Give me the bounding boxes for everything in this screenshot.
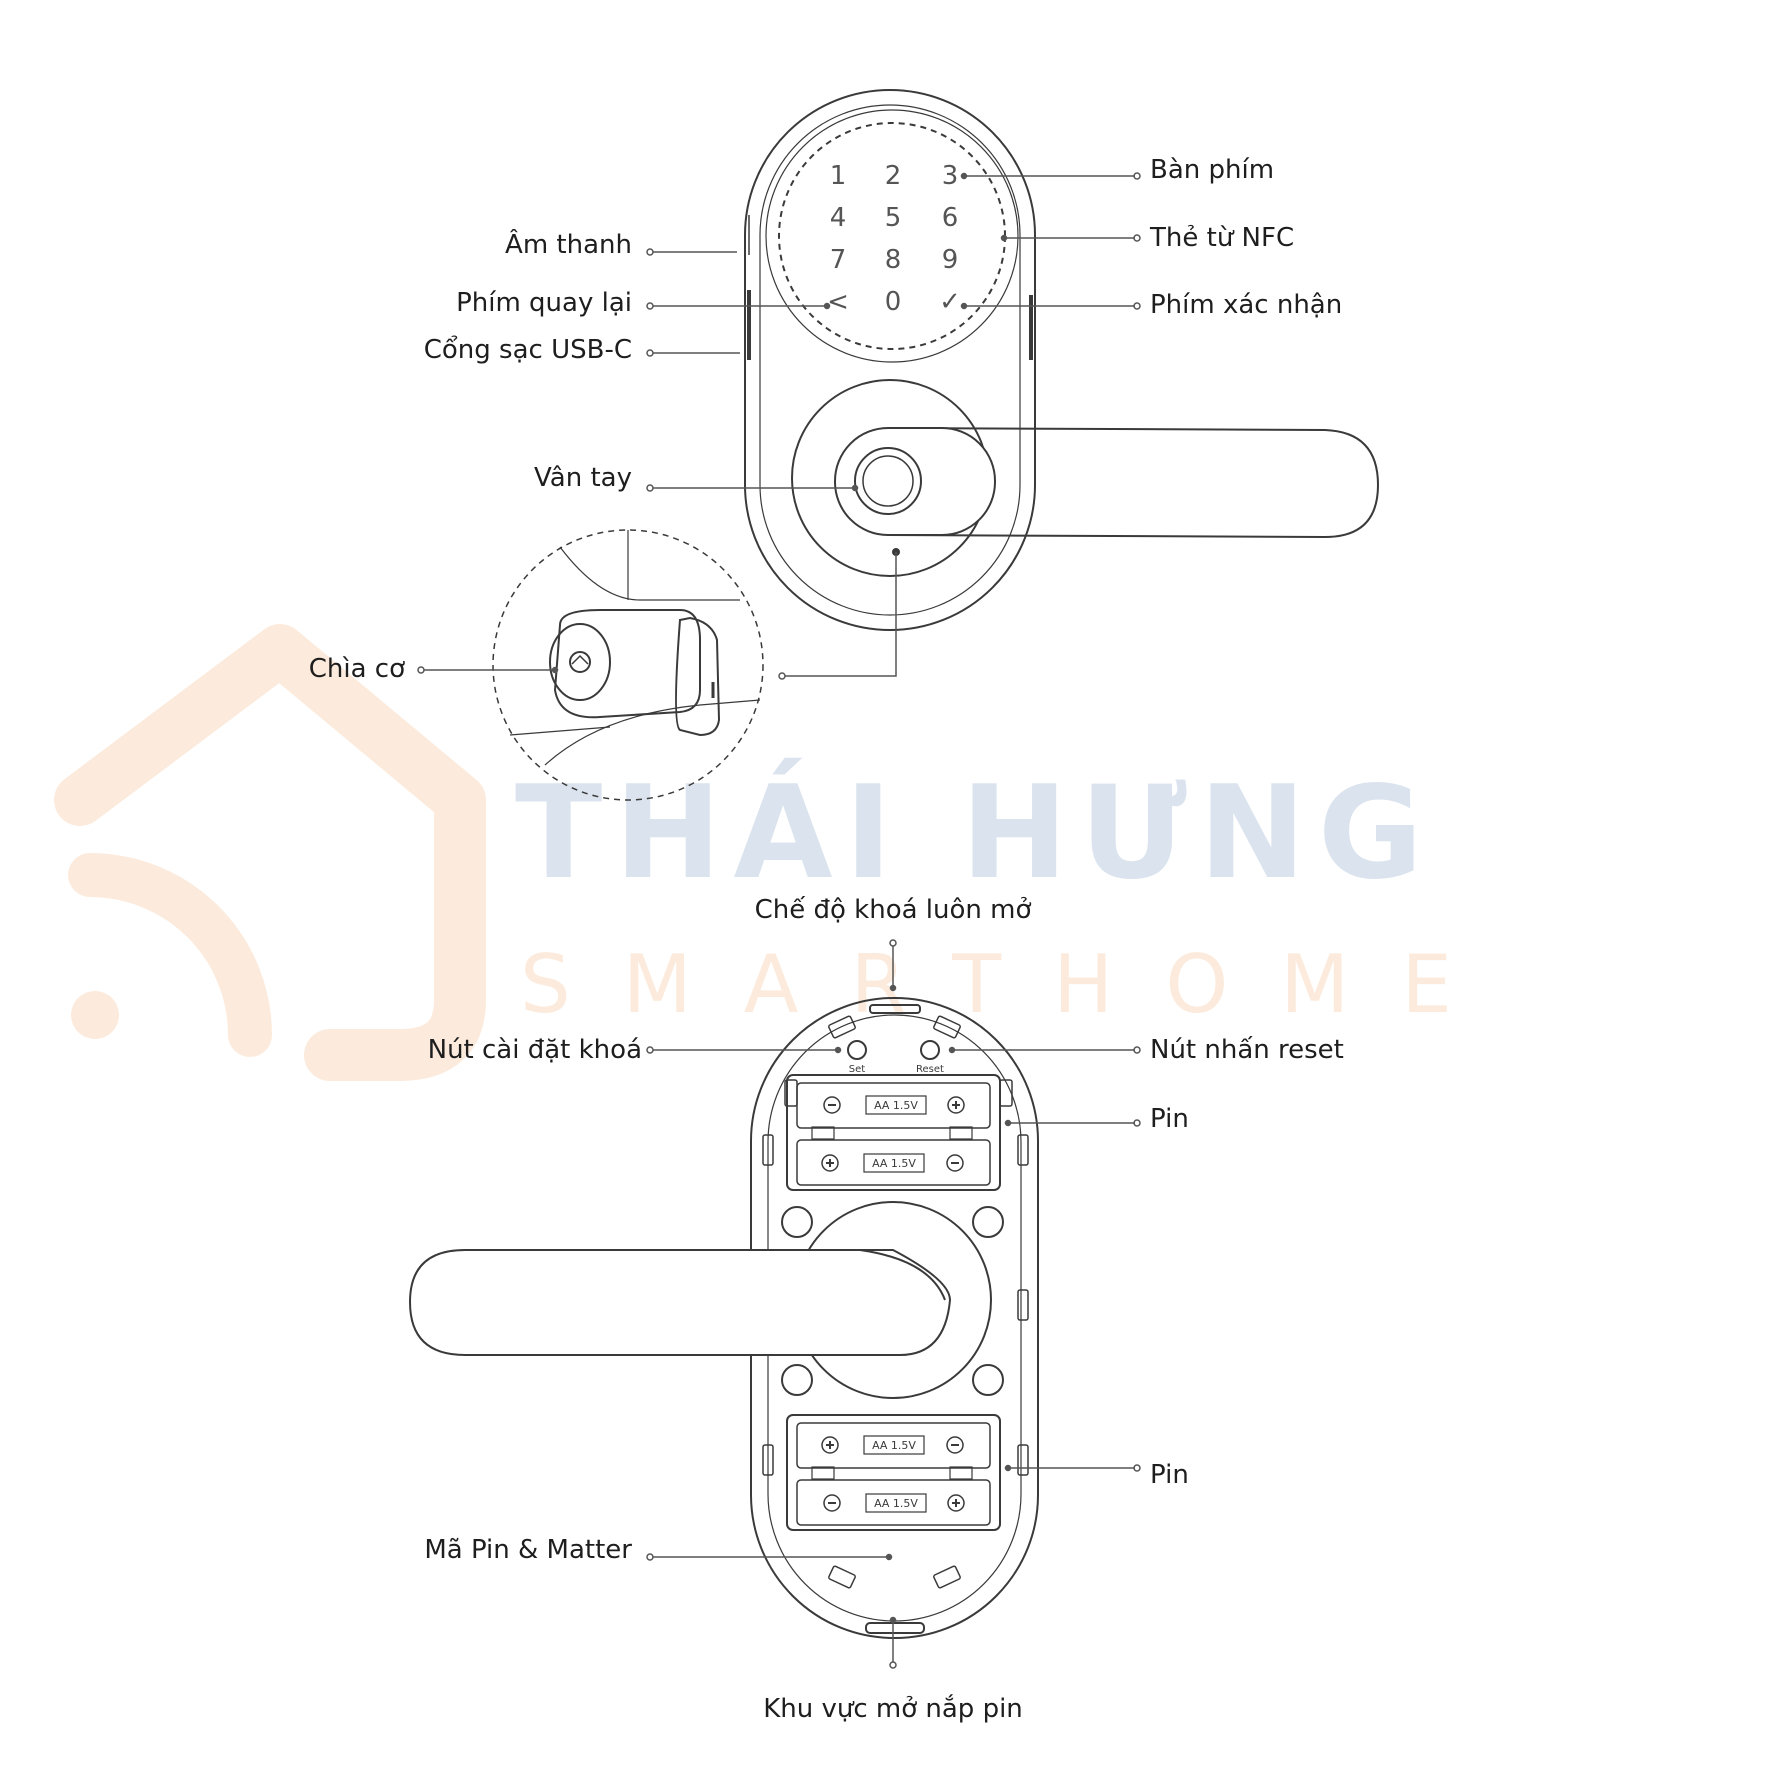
label-battery-cover-area: Khu vực mở nắp pin xyxy=(763,1694,1023,1724)
battery-compartment-bottom xyxy=(786,1414,1001,1531)
battery-label: AA 1.5V xyxy=(872,1439,916,1452)
label-back-key: Phím quay lại xyxy=(456,288,632,318)
label-mechanical-key: Chìa cơ xyxy=(308,654,405,684)
battery-compartment-top xyxy=(786,1074,1001,1191)
label-lock-setup-button: Nút cài đặt khoá xyxy=(427,1035,642,1065)
label-nfc: Thẻ từ NFC xyxy=(1150,223,1295,253)
watermark-subtitle: SMARTHOME xyxy=(520,938,1504,1031)
label-keypad: Bàn phím xyxy=(1150,155,1275,185)
keypad-key-4[interactable]: 5 xyxy=(885,203,902,233)
label-battery-bottom: Pin xyxy=(1150,1460,1189,1490)
keypad-key-9[interactable]: < xyxy=(827,287,849,317)
label-sound: Âm thanh xyxy=(505,230,632,260)
keypad-key-3[interactable]: 4 xyxy=(830,203,847,233)
set-button[interactable] xyxy=(847,1040,867,1060)
back-handle xyxy=(408,1249,952,1356)
battery-label: AA 1.5V xyxy=(872,1157,916,1170)
keypad-key-6[interactable]: 7 xyxy=(830,245,847,275)
keypad-key-5[interactable]: 6 xyxy=(942,203,959,233)
keypad-key-2[interactable]: 3 xyxy=(942,161,959,191)
battery-label: AA 1.5V xyxy=(874,1497,918,1510)
mechanical-key-detail xyxy=(492,529,764,801)
label-confirm-key: Phím xác nhận xyxy=(1150,290,1343,320)
reset-button[interactable] xyxy=(920,1040,940,1060)
passage-mode-switch[interactable] xyxy=(869,1004,921,1014)
label-passage-mode: Chế độ khoá luôn mở xyxy=(754,895,1032,925)
keypad-key-10[interactable]: 0 xyxy=(885,287,902,317)
reset-button-text: Reset xyxy=(916,1064,944,1075)
label-usb-port: Cổng sạc USB-C xyxy=(423,335,632,365)
keypad-key-0[interactable]: 1 xyxy=(830,161,847,191)
label-battery-top: Pin xyxy=(1150,1104,1189,1134)
label-fingerprint: Vân tay xyxy=(534,463,632,493)
label-reset-button: Nút nhấn reset xyxy=(1150,1035,1344,1065)
keypad-key-1[interactable]: 2 xyxy=(885,161,902,191)
fingerprint-sensor xyxy=(854,447,922,515)
keypad-key-11[interactable]: ✓ xyxy=(939,287,961,317)
keypad[interactable]: 1 2 3 4 5 6 7 8 9 < 0 ✓ xyxy=(827,161,961,317)
set-button-text: Set xyxy=(849,1064,866,1075)
keypad-key-8[interactable]: 9 xyxy=(942,245,959,275)
watermark-title: THÁI HƯNG xyxy=(515,759,1435,908)
keypad-key-7[interactable]: 8 xyxy=(885,245,902,275)
battery-label: AA 1.5V xyxy=(874,1099,918,1112)
label-pin-matter-code: Mã Pin & Matter xyxy=(424,1535,632,1565)
front-lock-body xyxy=(744,89,1036,631)
